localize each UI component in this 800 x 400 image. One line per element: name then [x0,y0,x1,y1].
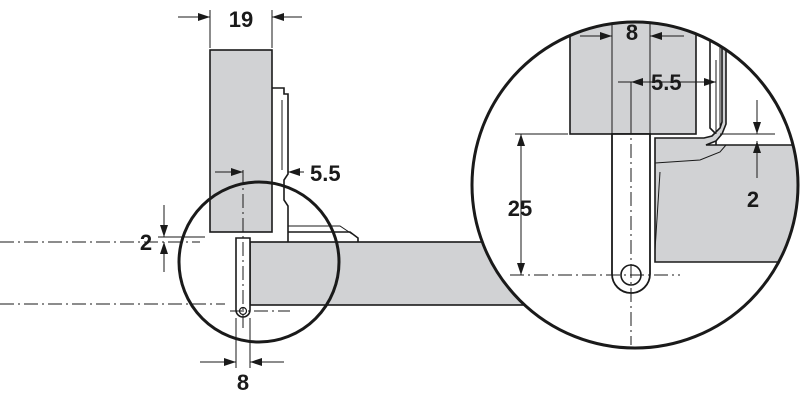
detail-plate-slope [654,171,661,251]
dim-5.5-arrow-right [288,168,300,176]
detail-plate-edge [654,144,727,164]
dim-2-arrow-top [160,225,168,237]
dim-19-label: 19 [229,7,253,32]
detail-dim-5.5-arrow-right [704,78,716,86]
dim-19-arrow-left [198,13,210,21]
hinge-plate-edge [288,225,353,235]
detail-dim-2-arrow-bottom [753,141,761,153]
hinge-cup-outline [272,87,289,242]
detail-dim-2-label: 2 [747,187,759,212]
detail-dim-2-arrow-top [753,122,761,134]
dim-19-arrow-right [272,13,284,21]
detail-dim-8-arrow-right [650,32,662,40]
dim-2-arrow-bottom [160,242,168,254]
dim-5.5-arrow-left [231,168,243,176]
detail-dim-8-label: 8 [626,20,638,45]
detail-dim-25-label: 25 [508,196,532,221]
detail-circle [470,20,800,350]
main-view: 19 5.5 2 8 [0,7,541,395]
detail-marker-circle [177,180,341,344]
detail-dim-25-arrow-bottom [517,263,525,275]
detail-view: 8 5.5 25 2 [470,20,800,350]
detail-pin [611,133,651,294]
detail-horizontal-panel [654,22,798,263]
dim-8-arrow-right [250,358,262,366]
hinge-plate [288,231,359,242]
detail-dim-5.5-arrow-left [631,78,643,86]
vertical-panel [209,49,273,233]
detail-dim-8-arrow-left [600,32,612,40]
dim-8-arrow-left [224,358,236,366]
detail-dim-5.5-label: 5.5 [651,70,682,95]
dim-5.5-label: 5.5 [310,161,341,186]
detail-dim-25-arrow-top [517,134,525,146]
dim-8-label: 8 [237,370,249,395]
detail-vertical-panel [569,22,697,135]
dim-2-label: 2 [140,230,152,255]
